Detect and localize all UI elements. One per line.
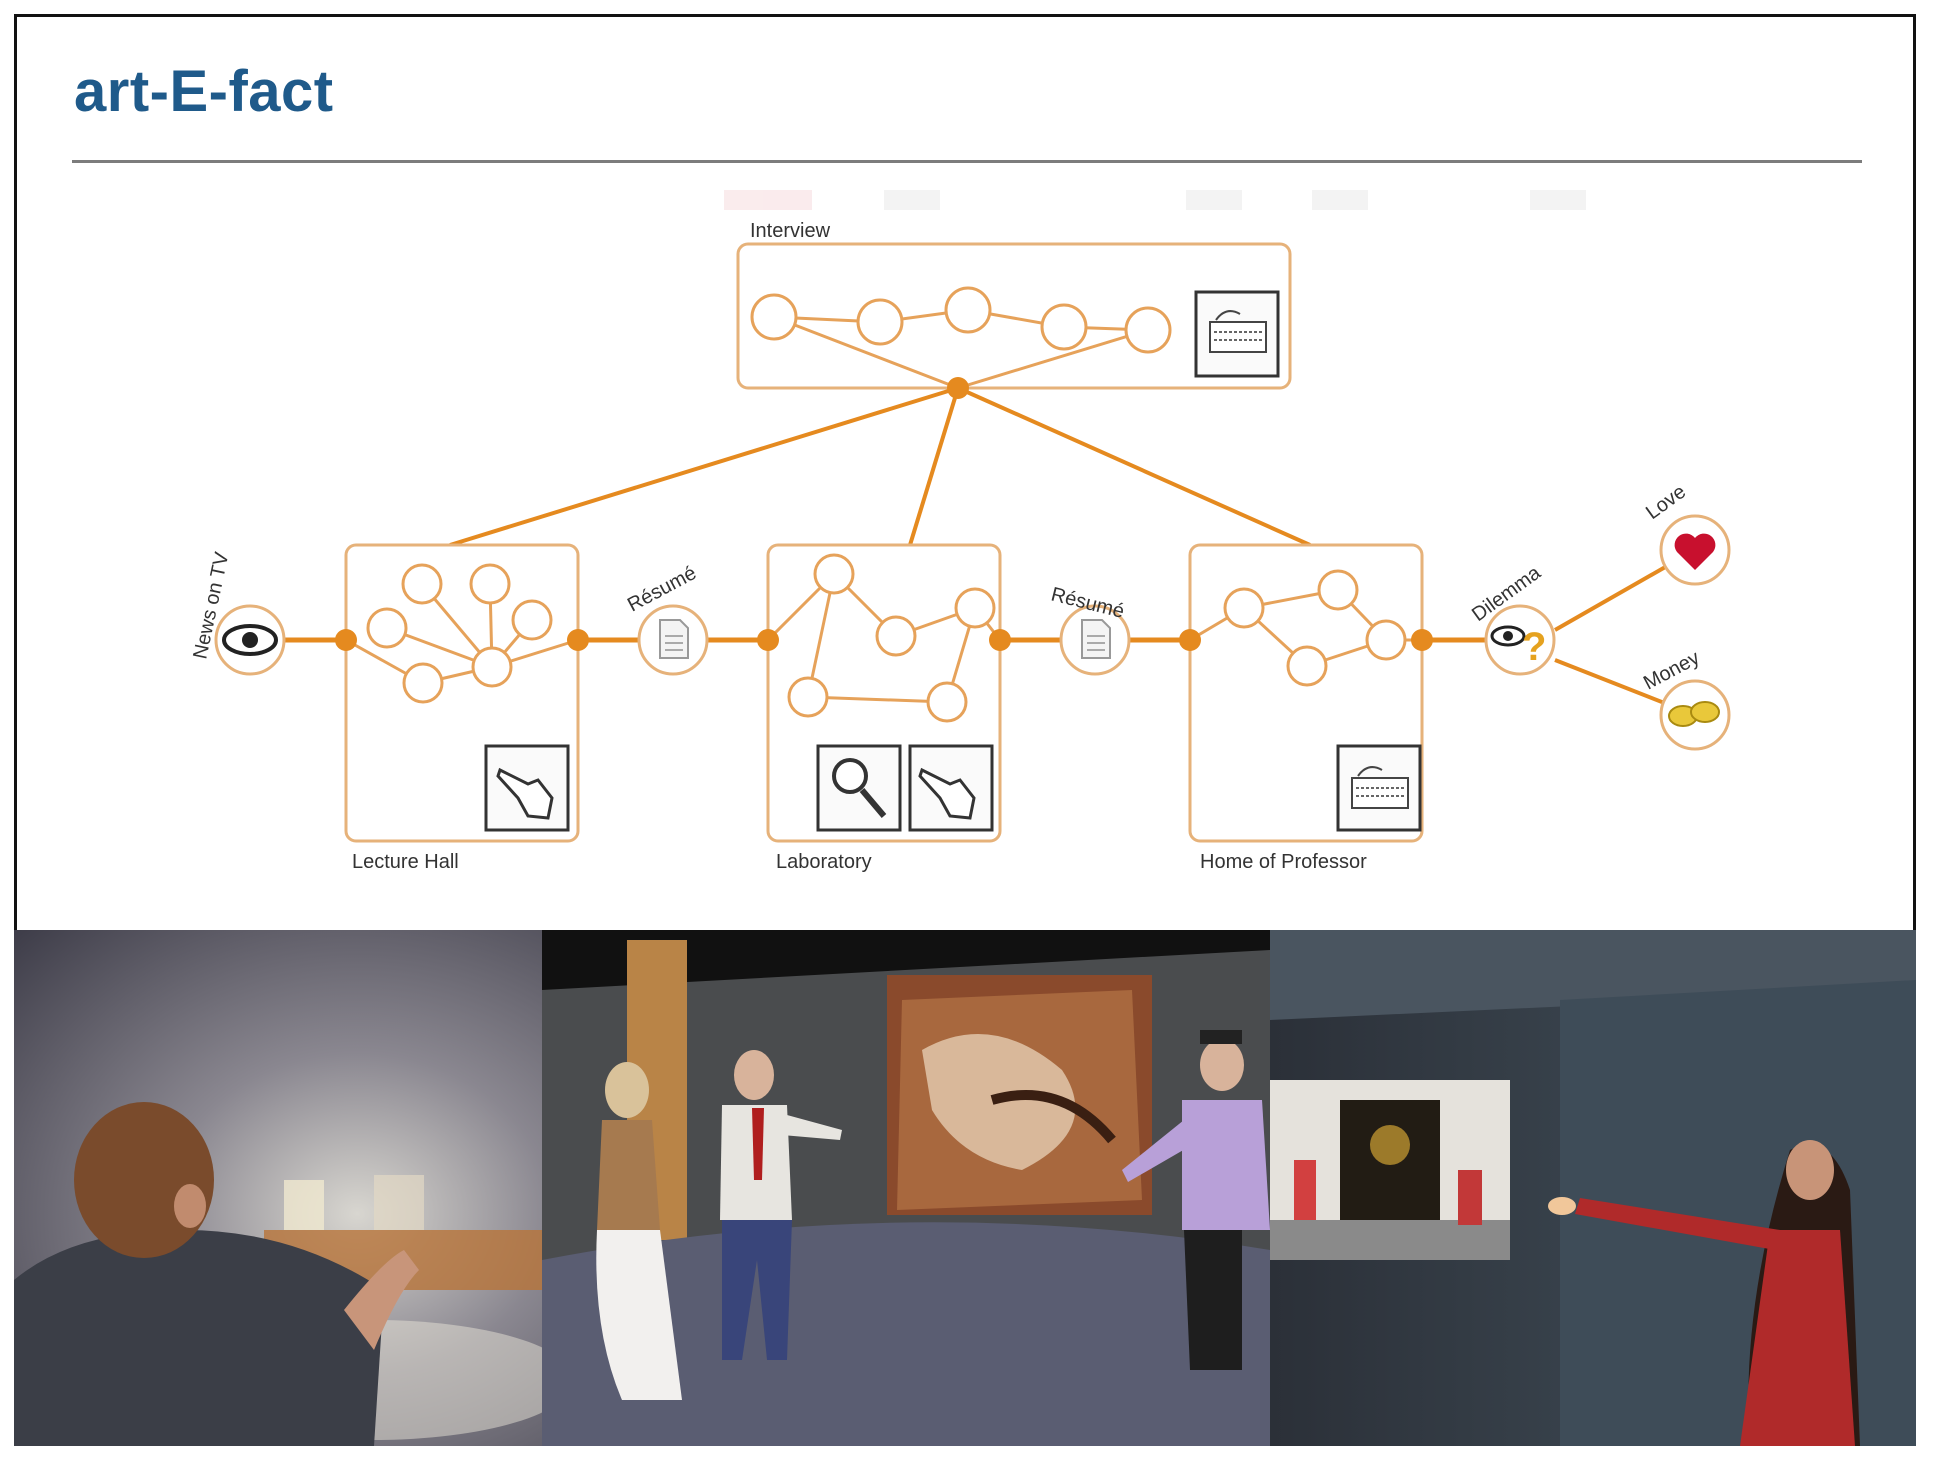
heart-icon [1674, 533, 1716, 570]
question-icon: ? [1522, 625, 1546, 669]
scene-home-of-professor-label: Home of Professor [1200, 851, 1367, 873]
photo-strip [14, 930, 1916, 1446]
hub-links [449, 386, 1311, 547]
pointing-hand-icon [908, 744, 994, 832]
interview-hub [947, 377, 969, 399]
scene-laboratory-label: Laboratory [776, 851, 872, 873]
keyboard-icon [1336, 744, 1422, 832]
interactive-room-photo [1270, 930, 1916, 1446]
eye-icon [222, 624, 278, 656]
scene-laboratory: Laboratory [766, 543, 1002, 873]
slide-title: art-E-fact [74, 59, 334, 124]
scene-lecture-hall-label: Lecture Hall [352, 851, 459, 873]
eye-icon [1490, 625, 1526, 647]
transition-news-on-tv: News on TV [189, 550, 286, 676]
title-divider [72, 160, 1862, 163]
virtual-characters-photo [542, 930, 1270, 1446]
transition-resume-2: Résumé [1049, 584, 1131, 676]
scene-lecture-hall: Lecture Hall [344, 543, 580, 873]
document-icon [659, 619, 689, 659]
magnifier-icon [816, 744, 902, 832]
pointing-hand-icon [484, 744, 570, 832]
lecture-hall-photo [14, 930, 542, 1446]
scene-home-of-professor: Home of Professor [1188, 543, 1424, 873]
transition-dilemma: ? Dilemma [1468, 561, 1556, 676]
gold-coins-icon [1668, 701, 1720, 727]
outcome-love: Love [1642, 481, 1731, 586]
keyboard-icon [1194, 290, 1280, 378]
scene-interview: Interview [736, 220, 1292, 390]
story-graph-diagram: Interview [189, 190, 1731, 873]
scene-interview-label: Interview [750, 220, 831, 242]
document-icon [1081, 619, 1111, 659]
junction-dots [335, 629, 1433, 651]
transition-resume-1: Résumé [624, 562, 709, 676]
faded-marks [724, 190, 1586, 210]
